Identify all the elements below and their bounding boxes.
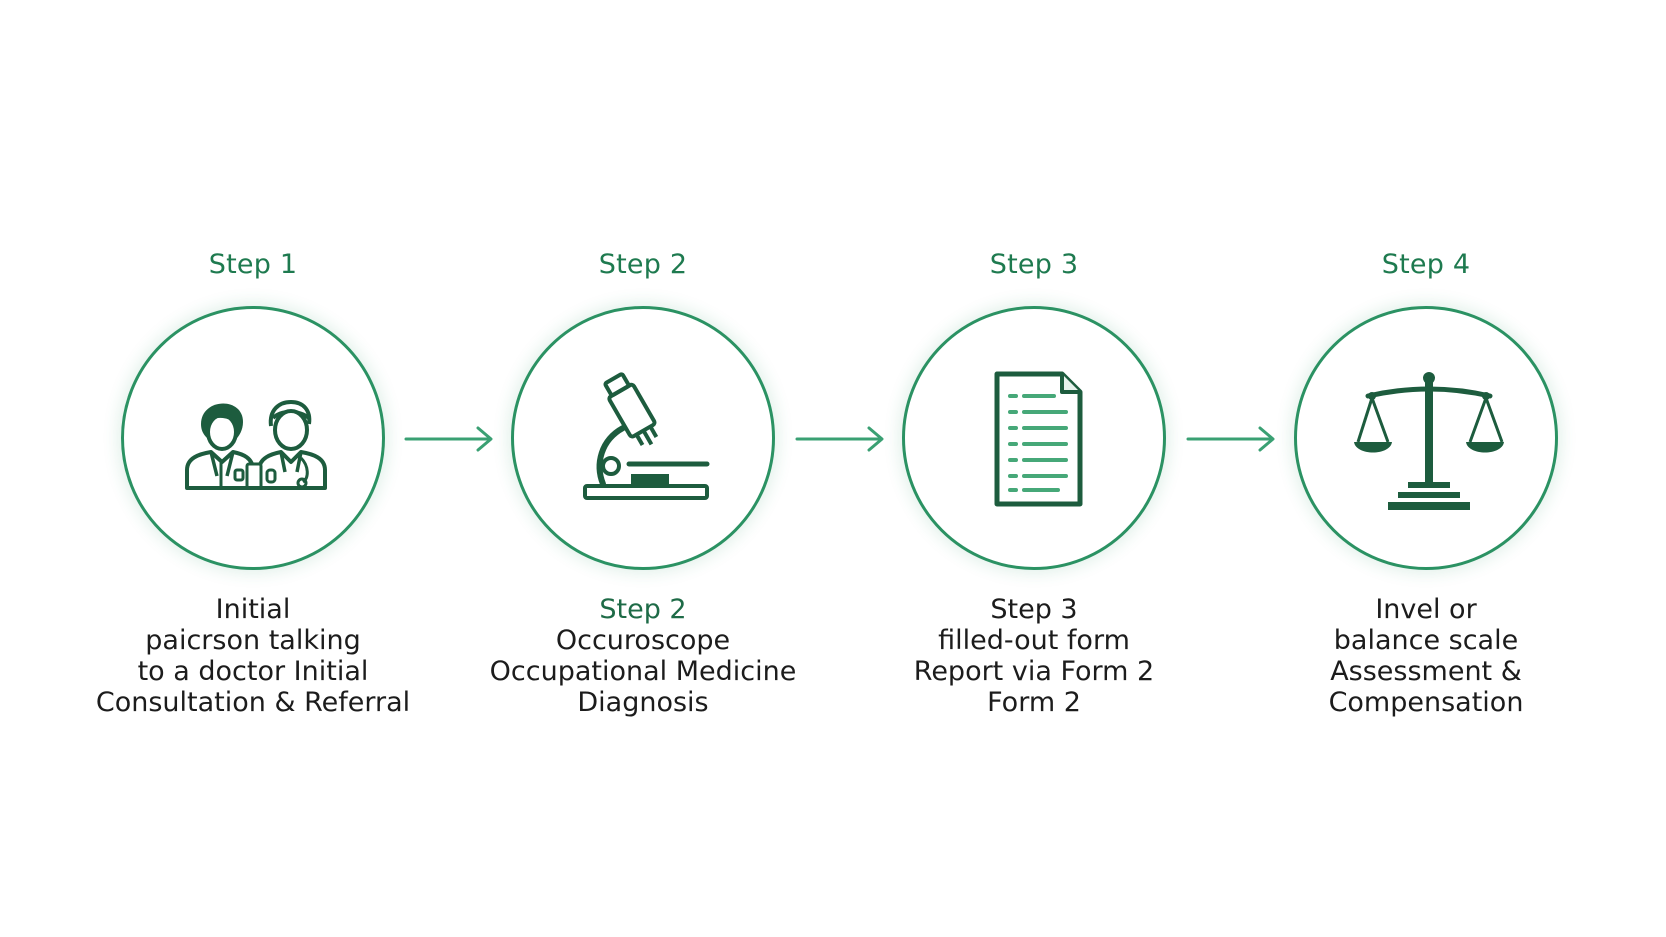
caption-line: Diagnosis	[577, 687, 709, 718]
step-heading: Step 3	[989, 249, 1079, 280]
step-circle	[121, 306, 385, 570]
caption-line: Occuroscope	[555, 625, 731, 656]
step-caption: Initial paicrson talking to a doctor Ini…	[53, 594, 453, 718]
caption-line: Invel or	[1375, 594, 1477, 625]
caption-line: Consultation & Referral	[95, 687, 411, 718]
step-3: Step 3 Step 3 filled-out form Report via	[834, 0, 1234, 937]
microscope-icon	[583, 372, 710, 500]
caption-line: Occupational Medicine	[489, 656, 797, 687]
caption-line: filled-out form	[938, 625, 1130, 656]
form-document-icon	[994, 371, 1083, 507]
caption-line: Compensation	[1328, 687, 1524, 718]
step-circle	[1294, 306, 1558, 570]
caption-line: balance scale	[1333, 625, 1519, 656]
caption-line: Step 2	[599, 594, 687, 625]
caption-line: Initial	[215, 594, 291, 625]
caption-line: Report via Form 2	[913, 656, 1155, 687]
arrow-right-icon	[795, 426, 884, 452]
caption-line: Step 3	[990, 594, 1078, 625]
doctors-icon	[185, 399, 327, 490]
step-4: Step 4 Invel	[1226, 0, 1626, 937]
step-heading: Step 4	[1381, 249, 1471, 280]
step-caption: Step 3 filled-out form Report via Form 2…	[834, 594, 1234, 718]
step-2: Step 2 Step	[443, 0, 843, 937]
balance-scale-icon	[1354, 372, 1504, 510]
step-circle	[511, 306, 775, 570]
step-circle	[902, 306, 1166, 570]
step-heading: Step 2	[598, 249, 688, 280]
caption-line: Assessment &	[1330, 656, 1522, 687]
step-caption: Invel or balance scale Assessment & Comp…	[1226, 594, 1626, 718]
step-heading: Step 1	[208, 249, 298, 280]
caption-line: to a doctor Initial	[137, 656, 369, 687]
caption-line: paicrson talking	[145, 625, 361, 656]
caption-line: Form 2	[987, 687, 1081, 718]
step-caption: Step 2 Occuroscope Occupational Medicine…	[443, 594, 843, 718]
arrow-right-icon	[1186, 426, 1275, 452]
step-1: Step 1	[53, 0, 453, 937]
arrow-right-icon	[404, 426, 493, 452]
